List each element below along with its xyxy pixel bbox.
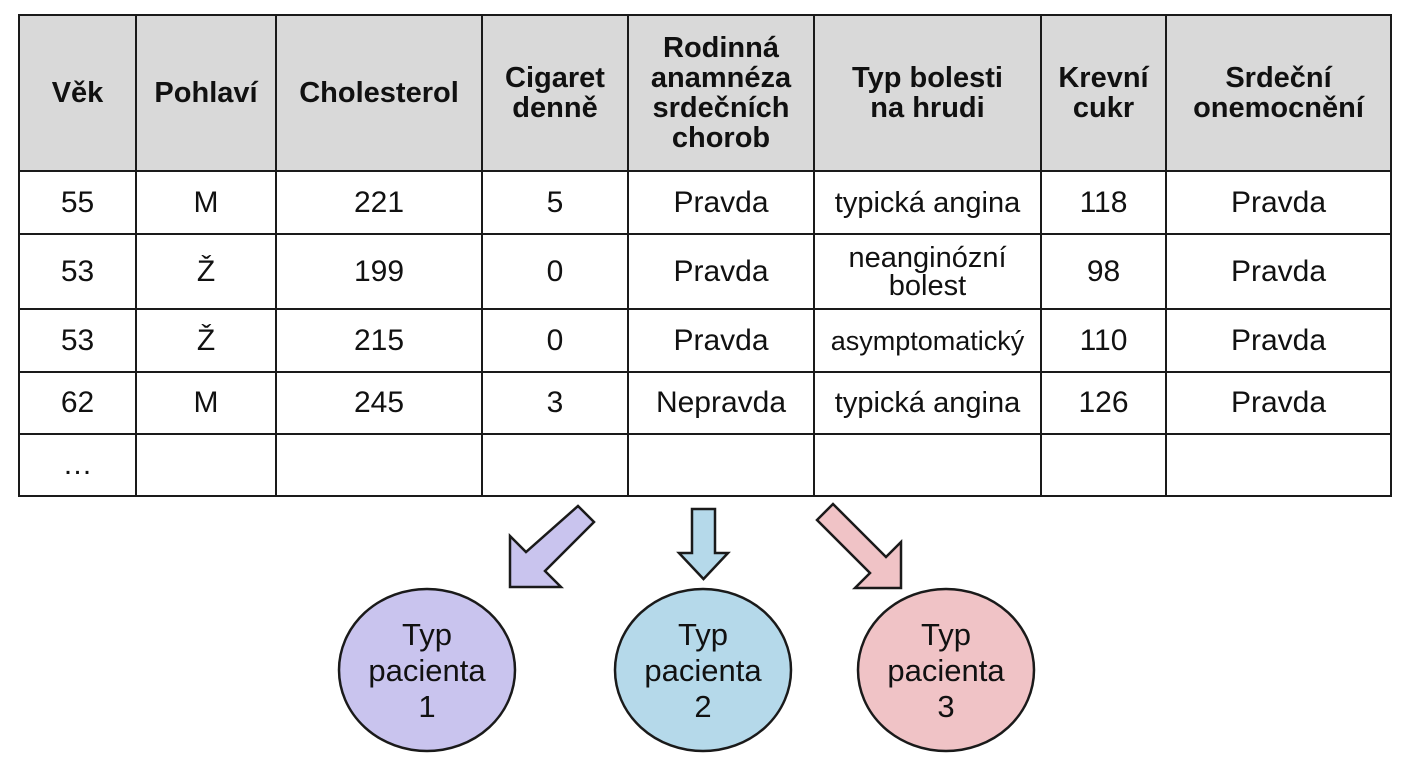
cluster-label-line: Typ — [921, 617, 971, 652]
table-cell: Pravda — [627, 170, 815, 235]
table-cell: typická angina — [813, 170, 1042, 235]
table-cell: neanginózní bolest — [813, 233, 1042, 310]
table-cell: Pravda — [1165, 233, 1392, 310]
table-cell: Nepravda — [627, 371, 815, 435]
table-cell: 3 — [481, 371, 629, 435]
cluster-label-1: Typ pacienta 1 — [347, 617, 507, 725]
table-cell: typická angina — [813, 371, 1042, 435]
table-cell: 221 — [275, 170, 483, 235]
header-vek: Věk — [18, 14, 137, 172]
table-cell — [627, 433, 815, 497]
header-pohlavi: Pohlaví — [135, 14, 277, 172]
table-cell: 126 — [1040, 371, 1167, 435]
ellipsis-cell: … — [18, 433, 137, 497]
table-cell: asymptomatický — [813, 308, 1042, 373]
table-cell: 118 — [1040, 170, 1167, 235]
arrow-to-cluster-2-icon — [676, 507, 731, 581]
table-cell — [1040, 433, 1167, 497]
table-cell: 0 — [481, 233, 629, 310]
table-cell: M — [135, 170, 277, 235]
cluster-label-line: Typ — [402, 617, 452, 652]
cluster-label-2: Typ pacienta 2 — [623, 617, 783, 725]
arrow-to-cluster-3-icon — [815, 502, 903, 590]
arrow-to-cluster-1-icon — [508, 504, 596, 589]
table-row: 55 M 221 5 Pravda typická angina 118 Pra… — [18, 170, 1392, 235]
table-row: 53 Ž 215 0 Pravda asymptomatický 110 Pra… — [18, 308, 1392, 373]
table-cell: Pravda — [627, 233, 815, 310]
table-cell: 98 — [1040, 233, 1167, 310]
cluster-label-3: Typ pacienta 3 — [866, 617, 1026, 725]
table-cell: 215 — [275, 308, 483, 373]
table-cell: 110 — [1040, 308, 1167, 373]
table-cell: 245 — [275, 371, 483, 435]
cluster-label-line: 2 — [694, 689, 712, 724]
table-cell: Pravda — [627, 308, 815, 373]
table-cell: Pravda — [1165, 371, 1392, 435]
table-cell: Pravda — [1165, 170, 1392, 235]
table-cell — [1165, 433, 1392, 497]
table-cell — [275, 433, 483, 497]
table-row: 62 M 245 3 Nepravda typická angina 126 P… — [18, 371, 1392, 435]
table-cell: Ž — [135, 233, 277, 310]
cluster-label-line: pacienta — [887, 653, 1005, 688]
table-cell: 62 — [18, 371, 137, 435]
table-cell: 199 — [275, 233, 483, 310]
table-cell: 53 — [18, 308, 137, 373]
table-row-ellipsis: … — [18, 433, 1392, 497]
table-cell: 53 — [18, 233, 137, 310]
cluster-label-line: 1 — [418, 689, 436, 724]
table-cell: 5 — [481, 170, 629, 235]
cluster-label-line: pacienta — [644, 653, 762, 688]
cluster-label-line: pacienta — [368, 653, 486, 688]
table-cell: 0 — [481, 308, 629, 373]
table-cell — [813, 433, 1042, 497]
table-cell: Ž — [135, 308, 277, 373]
table-cell — [481, 433, 629, 497]
cluster-label-line: 3 — [937, 689, 955, 724]
table-cell: M — [135, 371, 277, 435]
header-cholesterol: Cholesterol — [275, 14, 483, 172]
cluster-label-line: Typ — [678, 617, 728, 652]
table-cell — [135, 433, 277, 497]
table-row: 53 Ž 199 0 Pravda neanginózní bolest 98 … — [18, 233, 1392, 310]
table-cell: Pravda — [1165, 308, 1392, 373]
table-cell: 55 — [18, 170, 137, 235]
